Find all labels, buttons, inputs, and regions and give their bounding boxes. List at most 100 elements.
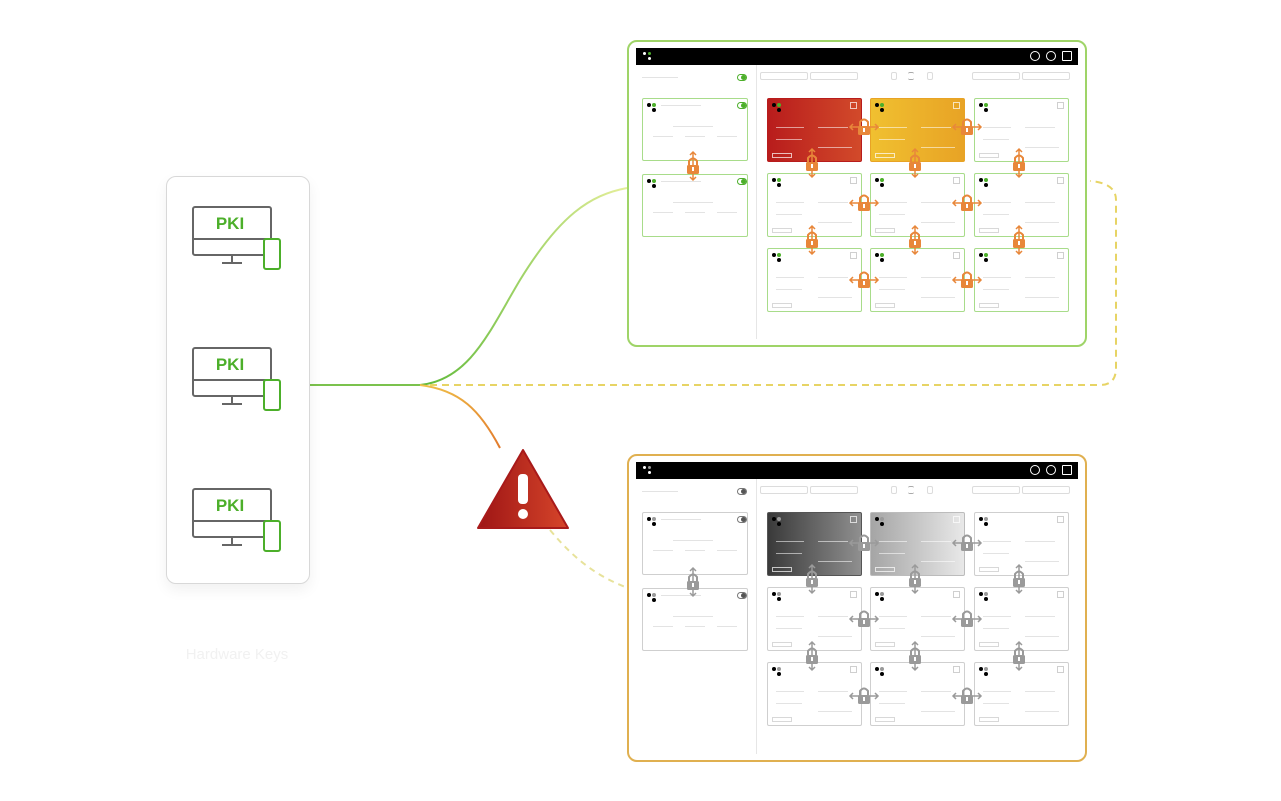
key-card[interactable] — [870, 248, 965, 312]
sidebar-card[interactable] — [642, 98, 748, 161]
key-card[interactable] — [767, 173, 862, 237]
key-card-disabled[interactable] — [870, 512, 965, 576]
key-card[interactable] — [870, 662, 965, 726]
detail-view-icon[interactable] — [927, 486, 933, 494]
padlock-icon — [848, 194, 880, 211]
list-view-icon[interactable] — [908, 486, 914, 494]
padlock-icon — [806, 640, 818, 672]
flag-icon[interactable] — [1062, 51, 1072, 61]
padlock-icon — [909, 640, 921, 672]
padlock-icon — [951, 687, 983, 704]
key-card[interactable] — [974, 587, 1069, 651]
padlock-icon — [1013, 147, 1025, 179]
padlock-icon — [848, 687, 880, 704]
padlock-icon — [806, 224, 818, 256]
warning-triangle-icon — [477, 449, 569, 529]
padlock-icon — [951, 271, 983, 288]
sidebar-card[interactable] — [642, 174, 748, 237]
toggle-switch[interactable] — [737, 178, 747, 185]
search-field[interactable] — [1022, 486, 1070, 494]
pki-device-panel: PKI PKI PKI — [166, 176, 310, 584]
toolbar — [757, 479, 1078, 501]
padlock-icon — [1013, 640, 1025, 672]
desktop-monitor-icon — [192, 206, 281, 270]
sidebar — [636, 479, 757, 754]
search-field[interactable] — [972, 72, 1020, 80]
padlock-icon — [848, 118, 880, 135]
padlock-icon — [951, 610, 983, 627]
detail-view-icon[interactable] — [927, 72, 933, 80]
padlock-icon — [687, 150, 699, 182]
padlock-icon — [848, 610, 880, 627]
padlock-icon — [951, 534, 983, 551]
desktop-monitor-icon — [192, 347, 281, 411]
toolbar — [757, 65, 1078, 87]
sidebar-card[interactable] — [642, 512, 748, 575]
sidebar-heading — [642, 77, 678, 78]
pki-label: PKI — [215, 355, 245, 374]
key-card[interactable] — [767, 662, 862, 726]
grid-view-icon[interactable] — [891, 72, 897, 80]
title-bar — [636, 462, 1078, 479]
toggle-switch[interactable] — [737, 488, 747, 495]
padlock-icon — [687, 566, 699, 598]
window-content — [636, 48, 1078, 339]
pki-label: PKI — [215, 496, 245, 515]
dashed-to-bottom-window — [549, 529, 641, 593]
app-logo-icon — [643, 466, 653, 476]
globe-icon[interactable] — [1046, 465, 1056, 475]
filter-field[interactable] — [760, 486, 808, 494]
padlock-icon — [909, 224, 921, 256]
toggle-switch[interactable] — [737, 592, 747, 599]
key-card[interactable] — [974, 512, 1069, 576]
filter-field[interactable] — [760, 72, 808, 80]
globe-icon[interactable] — [1046, 51, 1056, 61]
connector-to-top-window — [419, 187, 628, 386]
key-card[interactable] — [870, 587, 965, 651]
list-view-icon[interactable] — [908, 72, 914, 80]
padlock-icon — [806, 563, 818, 595]
padlock-icon — [848, 534, 880, 551]
search-field[interactable] — [1022, 72, 1070, 80]
title-bar — [636, 48, 1078, 65]
key-card[interactable] — [870, 173, 965, 237]
sidebar — [636, 65, 757, 339]
pki-label: PKI — [215, 214, 245, 233]
grid-view-icon[interactable] — [891, 486, 897, 494]
padlock-icon — [848, 271, 880, 288]
search-field[interactable] — [972, 486, 1020, 494]
toggle-switch[interactable] — [737, 102, 747, 109]
toggle-switch[interactable] — [737, 74, 747, 81]
key-card[interactable] — [767, 248, 862, 312]
filter-field[interactable] — [810, 72, 858, 80]
padlock-icon — [1013, 563, 1025, 595]
padlock-icon — [951, 118, 983, 135]
toggle-switch[interactable] — [737, 516, 747, 523]
sidebar-heading — [642, 491, 678, 492]
usb-token-icon — [263, 238, 281, 270]
window-content — [636, 462, 1078, 754]
pki-device-2: PKI — [191, 346, 287, 418]
padlock-icon — [1013, 224, 1025, 256]
pki-device-1: PKI — [191, 205, 287, 277]
key-card[interactable] — [974, 248, 1069, 312]
connector-to-warning — [419, 384, 501, 449]
app-logo-icon — [643, 52, 653, 62]
flag-icon[interactable] — [1062, 465, 1072, 475]
panel-caption: Hardware Keys — [185, 646, 289, 663]
dashed-return-top — [430, 180, 1117, 386]
globe-icon[interactable] — [1030, 51, 1040, 61]
usb-token-icon — [263, 520, 281, 552]
filter-field[interactable] — [810, 486, 858, 494]
app-window-compromised — [627, 454, 1087, 762]
key-card[interactable] — [767, 587, 862, 651]
key-card[interactable] — [974, 173, 1069, 237]
desktop-monitor-icon — [192, 488, 281, 552]
padlock-icon — [806, 147, 818, 179]
padlock-icon — [909, 563, 921, 595]
globe-icon[interactable] — [1030, 465, 1040, 475]
app-window-secure — [627, 40, 1087, 347]
key-card-disabled[interactable] — [767, 512, 862, 576]
